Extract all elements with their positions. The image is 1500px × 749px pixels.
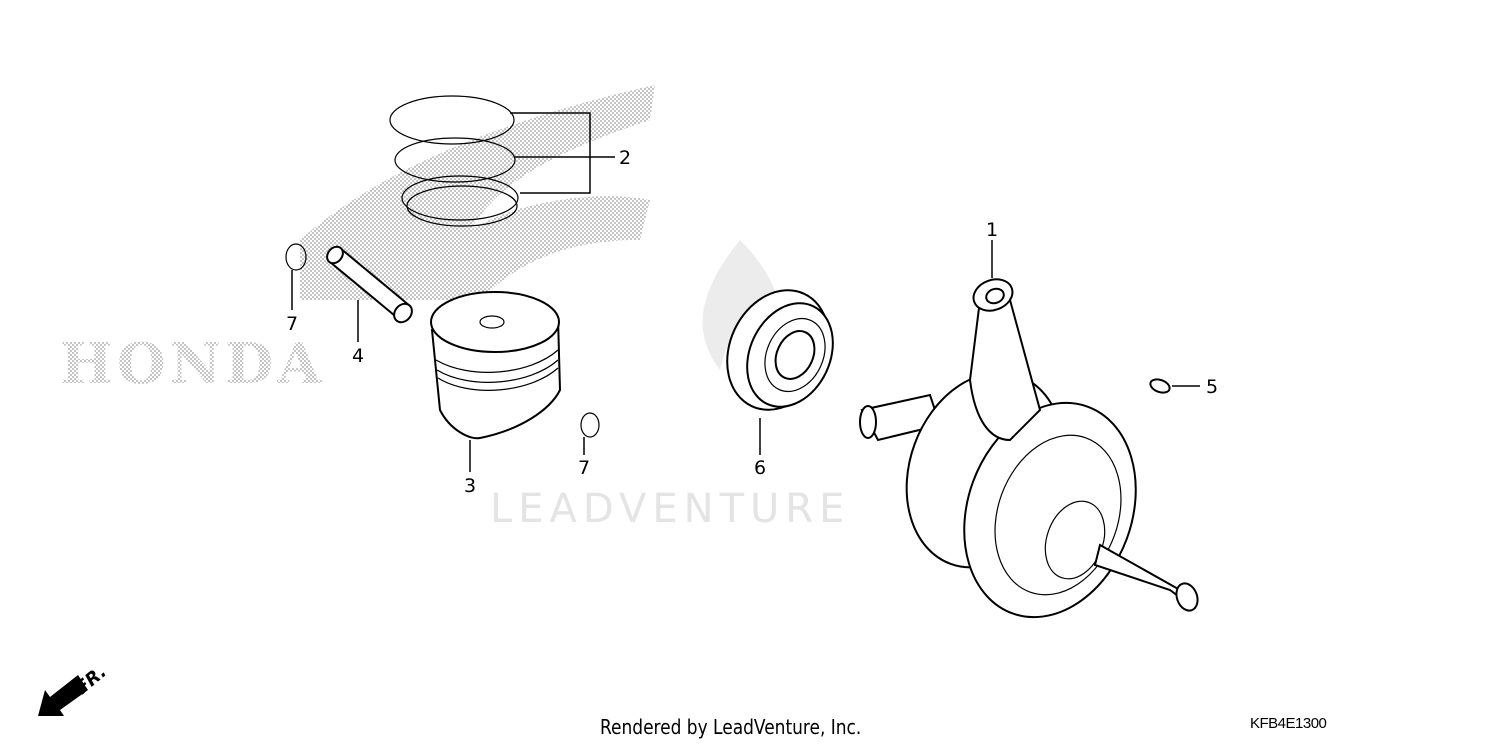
piston-rings bbox=[389, 95, 519, 227]
pin-clip-right bbox=[580, 412, 600, 438]
callout-5[interactable]: 5 bbox=[1206, 376, 1218, 398]
honda-wing-watermark: HONDA bbox=[60, 85, 655, 397]
callout-1[interactable]: 1 bbox=[986, 219, 998, 241]
callout-6[interactable]: 6 bbox=[754, 457, 766, 479]
piston bbox=[430, 291, 562, 440]
arrow-icon bbox=[38, 675, 88, 716]
leader-lines bbox=[291, 112, 1200, 472]
woodruff-key bbox=[1149, 378, 1171, 394]
callout-7-left[interactable]: 7 bbox=[286, 313, 298, 335]
bearing bbox=[726, 289, 834, 411]
piston-pin bbox=[326, 245, 413, 324]
watermark-text: LEADVENTURE bbox=[490, 486, 850, 532]
callout-7-right[interactable]: 7 bbox=[578, 457, 590, 479]
honda-logo-text: HONDA bbox=[60, 331, 325, 397]
callout-3[interactable]: 3 bbox=[464, 475, 476, 497]
callout-4[interactable]: 4 bbox=[352, 345, 364, 367]
diagram-code: KFB4E1300 bbox=[1250, 715, 1327, 732]
front-direction-indicator: FR. bbox=[38, 661, 111, 716]
pin-clip-left bbox=[285, 243, 307, 271]
crankshaft bbox=[859, 278, 1199, 619]
callout-2[interactable]: 2 bbox=[619, 147, 631, 169]
footer-credit: Rendered by LeadVenture, Inc. bbox=[600, 715, 862, 739]
